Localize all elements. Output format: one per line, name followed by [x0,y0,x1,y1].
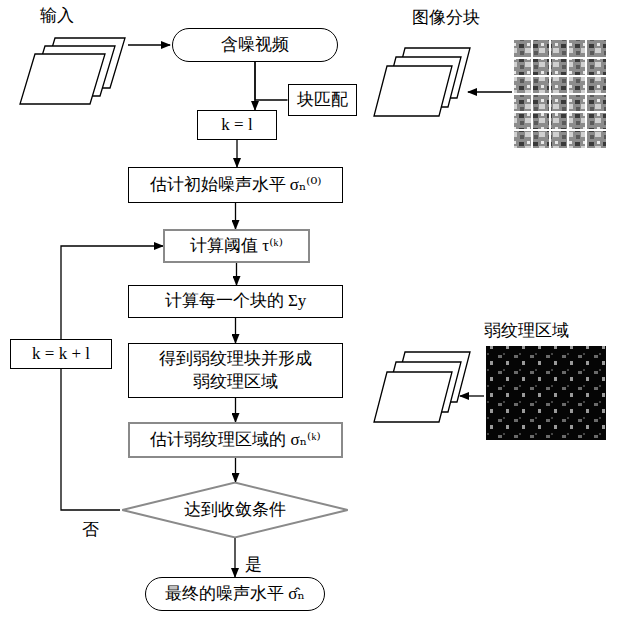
process-box: k = k + l [10,339,112,369]
end-terminal: 最终的噪声水平 σ̂ₙ [145,577,325,611]
node-text: 含噪视频 [221,34,289,56]
figure-label: 弱纹理区域 [484,321,569,341]
process-box: 估计初始噪声水平 σₙ⁽⁰⁾ [128,167,343,203]
node-text: k = k + l [32,343,90,365]
input-arrow [128,44,170,45]
process-box: k = l [197,110,277,140]
process-box: 计算阈值 τ⁽ᵏ⁾ [163,229,310,263]
flow-arrow [235,458,236,482]
edge-label: 是 [243,555,264,575]
node-text: 达到收敛条件 [184,499,286,521]
flow-arrow [236,263,237,285]
flow-arrow [235,398,236,422]
block-frames [374,48,470,116]
node-text: 计算每一个块的 Σy [165,290,307,312]
start-terminal: 含噪视频 [172,28,338,62]
region-frames [374,352,470,422]
node-text: 估计初始噪声水平 σₙ⁽⁰⁾ [150,174,322,196]
node-text: 得到弱纹理块并形成 弱纹理区域 [151,348,321,392]
node-text: 计算阈值 τ⁽ᵏ⁾ [190,235,283,257]
flow-arrow [234,538,235,577]
node-text: 块匹配 [297,89,348,111]
process-box: 计算每一个块的 Σy [128,285,343,318]
figure-label: 图像分块 [412,8,480,28]
region-arrow [460,395,484,396]
diamond-shape [122,483,347,538]
block-image [514,40,606,148]
flow-arrow [255,62,288,100]
node-text: 估计弱纹理区域的 σₙ⁽ᵏ⁾ [150,429,320,451]
flow-arrow [235,318,236,343]
region-image [486,346,606,440]
flow-arrow [236,140,237,167]
decision-diamond: 达到收敛条件 [120,482,350,538]
flow-arrow [235,203,236,229]
figure-label: 输入 [40,6,74,26]
node-text: 最终的噪声水平 σ̂ₙ [165,583,305,605]
image-arrow [468,91,512,92]
node-text: k = l [221,114,252,136]
flow-arrow [61,369,120,510]
input-frames [20,38,125,104]
process-box: 块匹配 [288,84,357,116]
edge-label: 否 [80,520,101,540]
process-box: 估计弱纹理区域的 σₙ⁽ᵏ⁾ [128,422,343,458]
process-box: 得到弱纹理块并形成 弱纹理区域 [128,343,343,398]
